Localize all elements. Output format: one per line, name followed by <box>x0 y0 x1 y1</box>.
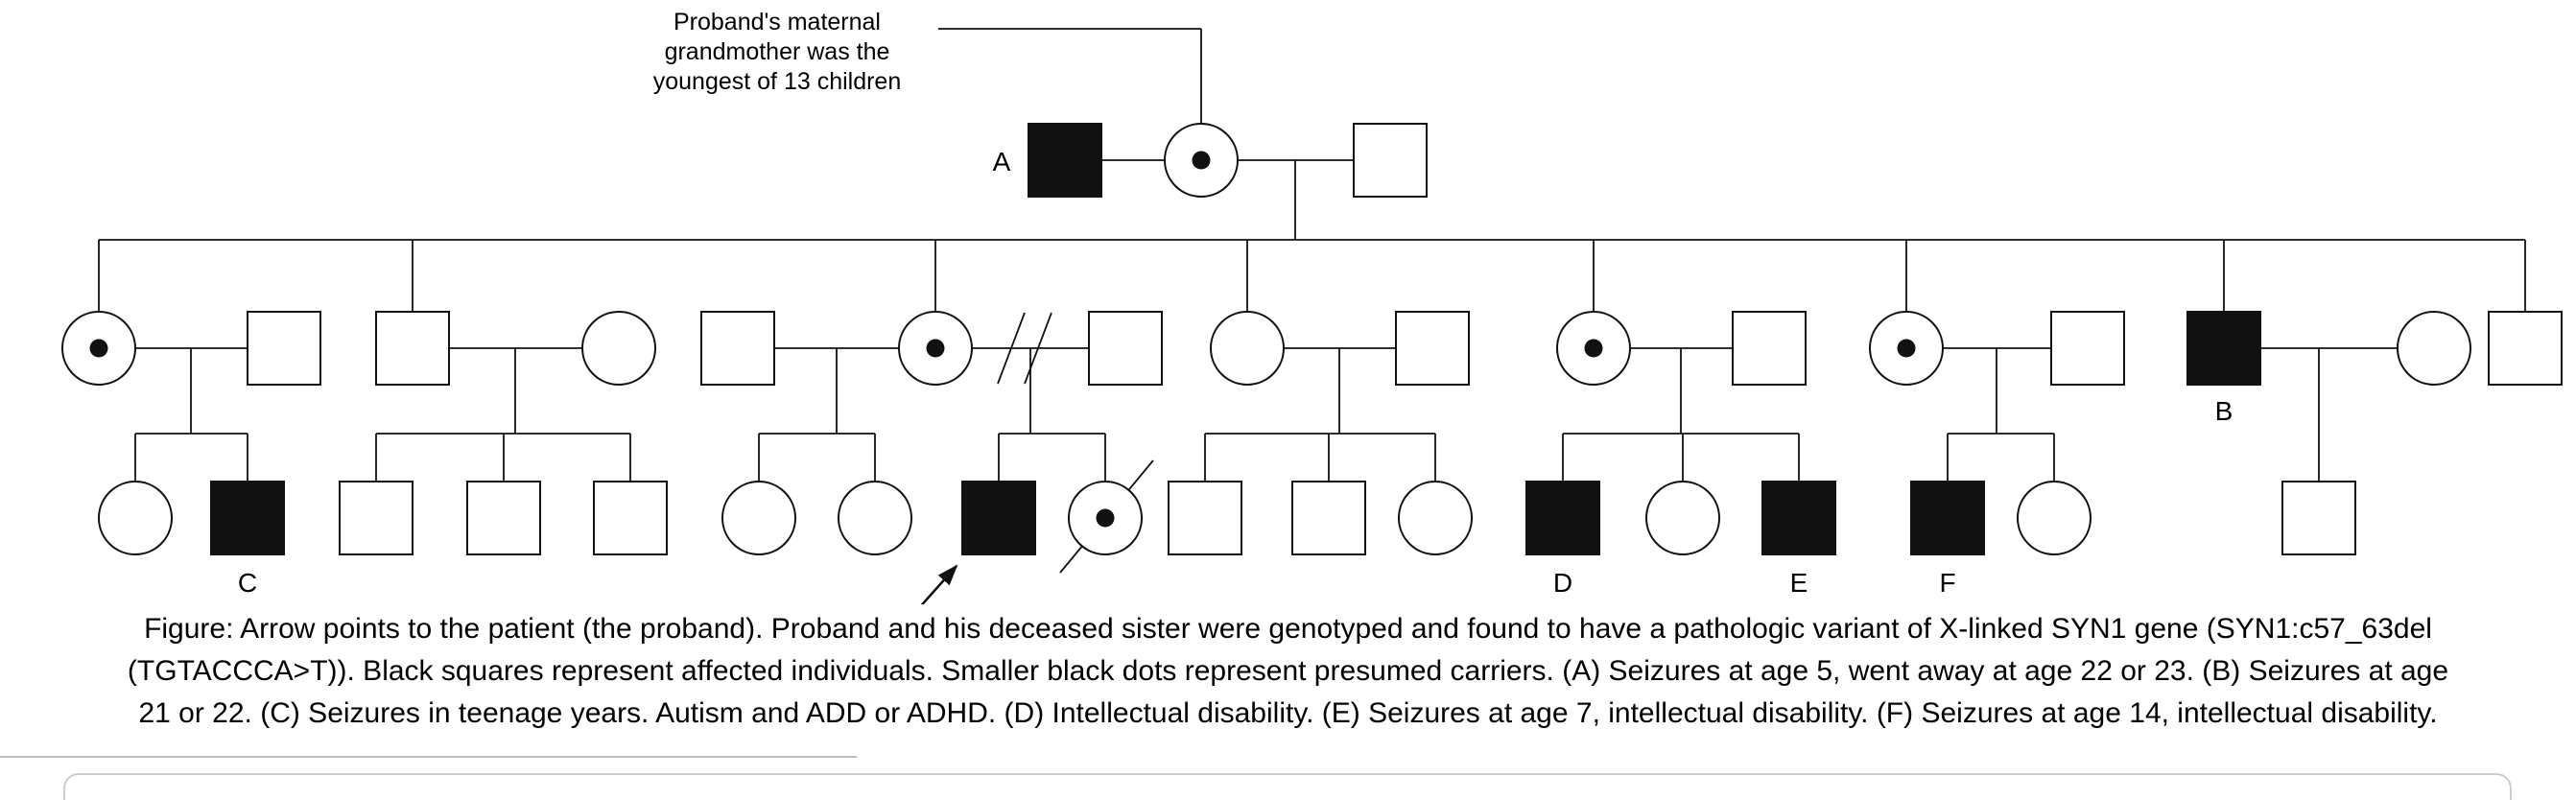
carrier-dot <box>1897 339 1916 358</box>
individual-D-affected-cousin <box>1525 481 1600 555</box>
individual-aunt2-husband <box>1395 311 1470 386</box>
individual-label-C: C <box>238 568 257 598</box>
carrier-dot <box>89 339 108 358</box>
individual-mother-husband-1 <box>700 311 775 386</box>
individual-grandmother-husband <box>1353 123 1428 198</box>
caption-line-1: Figure: Arrow points to the patient (the… <box>144 613 2432 645</box>
figure-caption: Figure: Arrow points to the patient (the… <box>0 608 2576 735</box>
individual-youngest-uncle <box>2488 311 2563 386</box>
individual-B-affected-uncle <box>2186 311 2261 386</box>
individual-half-sister-1 <box>721 481 796 555</box>
individual-label-E: E <box>1790 568 1808 598</box>
individual-B-wife <box>2397 311 2471 386</box>
caption-line-3: 21 or 22. (C) Seizures in teenage years.… <box>138 697 2438 729</box>
individual-label-A: A <box>993 147 1011 176</box>
individual-cousin-girl-3 <box>1645 481 1720 555</box>
caption-line-2: (TGTACCCA>T)). Black squares represent a… <box>127 655 2449 687</box>
individual-B-son <box>2281 481 2356 555</box>
annotation-line-3: youngest of 13 children <box>652 68 902 95</box>
individual-proband <box>961 481 1036 555</box>
individual-label-D: D <box>1553 568 1572 598</box>
grandmother-annotation: Proband's maternal grandmother was the y… <box>616 8 938 97</box>
individual-aunt2 <box>1210 311 1285 386</box>
carrier-dot <box>926 339 945 358</box>
individual-aunt3-husband <box>1732 311 1807 386</box>
individual-half-sister-2 <box>838 481 912 555</box>
annotation-line-1: Proband's maternal <box>673 9 881 35</box>
carrier-dot <box>1584 339 1603 358</box>
individual-label-B: B <box>2215 396 2233 426</box>
carrier-dot <box>1096 508 1115 528</box>
individual-cousin-girl-2 <box>1398 481 1473 555</box>
individual-aunt4-husband <box>2050 311 2125 386</box>
individual-label-F: F <box>1939 568 1955 598</box>
individual-C-affected-cousin <box>210 481 285 555</box>
individual-cousin-girl-4 <box>2017 481 2092 555</box>
individual-E-affected-cousin <box>1761 481 1836 555</box>
individual-F-affected-cousin <box>1910 481 1985 555</box>
individual-uncle1-wife <box>581 311 656 386</box>
proband-arrow <box>920 564 958 604</box>
individual-proband-father-divorced <box>1088 311 1163 386</box>
individual-uncle1 <box>375 311 450 386</box>
chat-input-box[interactable] <box>63 773 2512 800</box>
pedigree-line <box>1024 312 1052 385</box>
individual-cousin-boy-4 <box>1168 481 1242 555</box>
individual-aunt1-husband <box>247 311 321 386</box>
individual-cousin-boy-5 <box>1291 481 1366 555</box>
individual-cousin-boy-2 <box>466 481 541 555</box>
bottom-left-divider <box>0 756 857 758</box>
individual-cousin-girl-1 <box>98 481 173 555</box>
individual-cousin-boy-3 <box>593 481 668 555</box>
individual-A-affected-male <box>1028 123 1102 198</box>
carrier-dot <box>1192 151 1211 170</box>
pedigree-line <box>997 312 1026 385</box>
annotation-line-2: grandmother was the <box>664 38 890 65</box>
individual-cousin-boy-1 <box>339 481 414 555</box>
pedigree-chart: A B C D E F <box>61 28 2563 604</box>
